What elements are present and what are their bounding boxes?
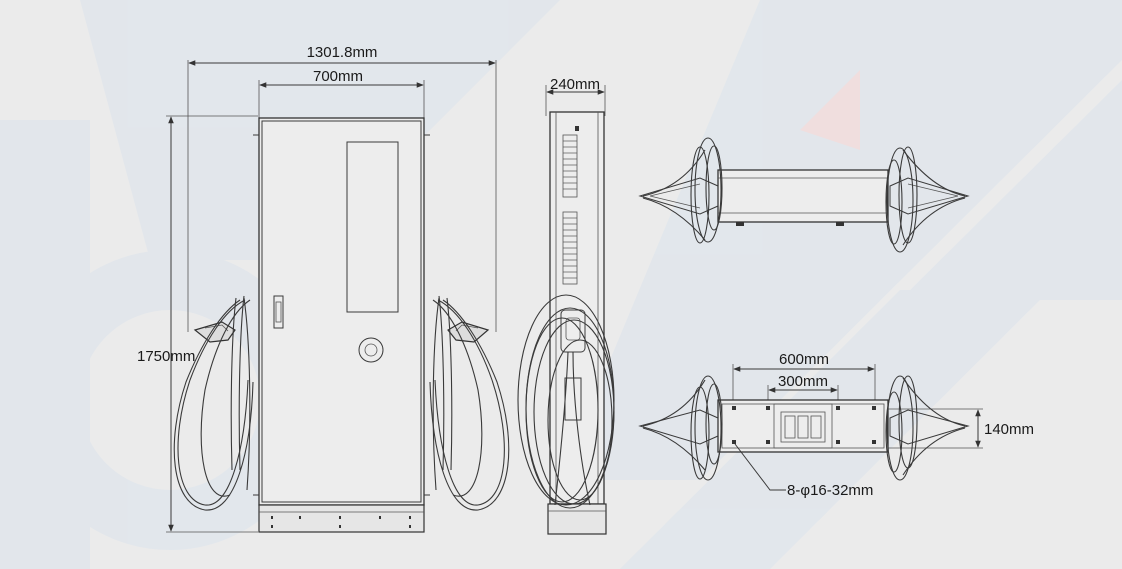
base-depth-label: 140mm bbox=[984, 421, 1034, 438]
right-charging-cable bbox=[429, 295, 510, 511]
height-label: 1750mm bbox=[137, 348, 195, 365]
side-body bbox=[549, 111, 605, 505]
top-right-cable bbox=[885, 146, 970, 253]
depth-label: 240mm bbox=[550, 76, 600, 93]
cabinet-body bbox=[258, 117, 425, 506]
emergency-button bbox=[358, 337, 384, 363]
display-window bbox=[346, 141, 399, 313]
mounting-holes bbox=[732, 406, 876, 444]
left-charging-cable bbox=[173, 295, 254, 511]
overall-width-label: 1301.8mm bbox=[307, 44, 378, 61]
side-plinth bbox=[547, 503, 607, 535]
bottom-right-cable bbox=[885, 375, 970, 481]
mount-outer-label: 600mm bbox=[779, 351, 829, 368]
side-view: 240mm bbox=[517, 76, 615, 535]
mount-inner-label: 300mm bbox=[778, 373, 828, 390]
top-view bbox=[638, 137, 970, 253]
door-handle bbox=[273, 295, 284, 329]
mounting-holes-label: 8-φ16-32mm bbox=[787, 482, 873, 499]
bottom-body bbox=[717, 399, 889, 453]
cabinet-plinth bbox=[258, 504, 425, 533]
front-view: 1301.8mm 700mm 1750mm bbox=[137, 44, 510, 533]
top-left-cable bbox=[638, 137, 723, 244]
bottom-left-cable bbox=[638, 375, 723, 481]
hole-callout-leader bbox=[734, 443, 786, 491]
body-width-label: 700mm bbox=[313, 68, 363, 85]
side-cable-loops bbox=[517, 294, 615, 509]
side-vents bbox=[562, 126, 579, 285]
bottom-view: 600mm 300mm 140mm 8-φ16-32mm bbox=[638, 351, 1034, 499]
